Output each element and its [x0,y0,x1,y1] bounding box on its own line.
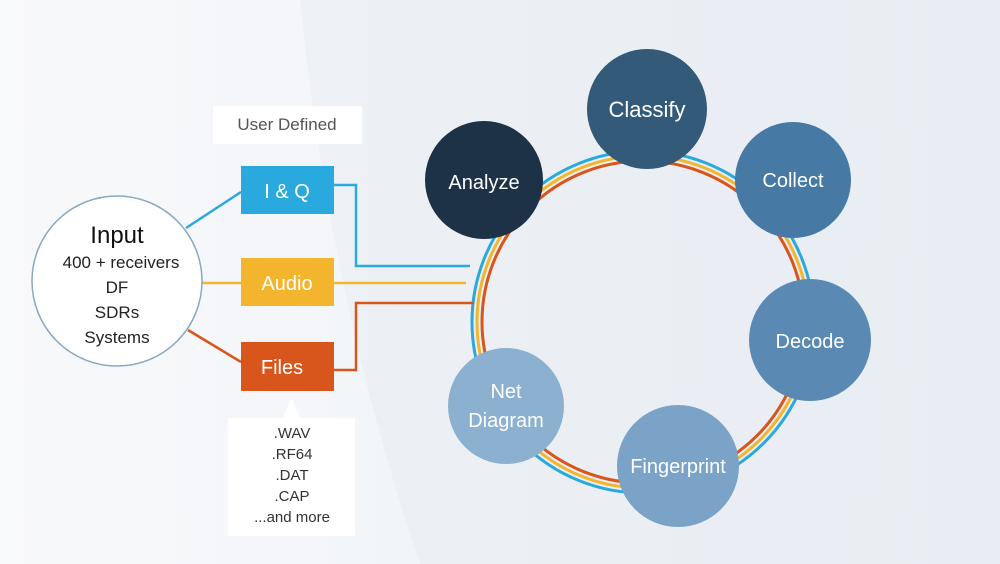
input-links [185,190,242,364]
node-decode-circle [749,279,871,401]
input-line: DF [106,278,129,297]
node-classify: Classify [587,49,707,169]
user-defined-text: User Defined [237,115,336,134]
node-fingerprint-label: Fingerprint [630,456,726,478]
file-formats-callout: .WAV .RF64 .DAT .CAP ...and more [228,398,355,536]
file-format: ...and more [254,509,330,526]
input-to-iq-link [185,190,242,230]
node-collect-circle [735,122,851,238]
files-connector [334,301,474,372]
input-iq-box: I & Q [241,166,334,214]
input-audio-label: Audio [261,273,312,295]
input-line: 400 + receivers [63,253,180,272]
node-net-diagram-label: Diagram [468,410,544,432]
input-line: SDRs [95,303,139,322]
node-classify-circle [587,49,707,169]
node-analyze-label: Analyze [448,172,519,194]
node-analyze: Analyze [425,121,543,239]
user-defined-label: User Defined [213,106,362,144]
node-collect: Collect [735,122,851,238]
input-to-files-link [187,328,242,364]
file-format: .RF64 [272,446,313,463]
node-fingerprint-circle [617,405,739,527]
input-title: Input [90,222,144,249]
input-line: Systems [84,328,149,347]
node-analyze-circle [425,121,543,239]
input-audio-box: Audio [241,258,334,306]
iq-connector [334,183,470,268]
input-source: Input 400 + receivers DF SDRs Systems [31,195,203,367]
node-decode: Decode [749,279,871,401]
input-connectors [334,183,474,372]
file-format: .DAT [275,467,308,484]
input-files-label: Files [261,357,303,379]
node-collect-label: Collect [762,170,824,192]
node-decode-label: Decode [776,331,845,353]
input-files-box: Files [241,342,334,391]
node-classify-label: Classify [608,97,685,122]
file-format: .WAV [274,425,311,442]
node-net-diagram-circle [448,348,564,464]
file-format: .CAP [274,488,309,505]
input-iq-label: I & Q [264,181,310,203]
node-net-diagram-label: Net [490,381,522,403]
node-fingerprint: Fingerprint [617,405,739,527]
